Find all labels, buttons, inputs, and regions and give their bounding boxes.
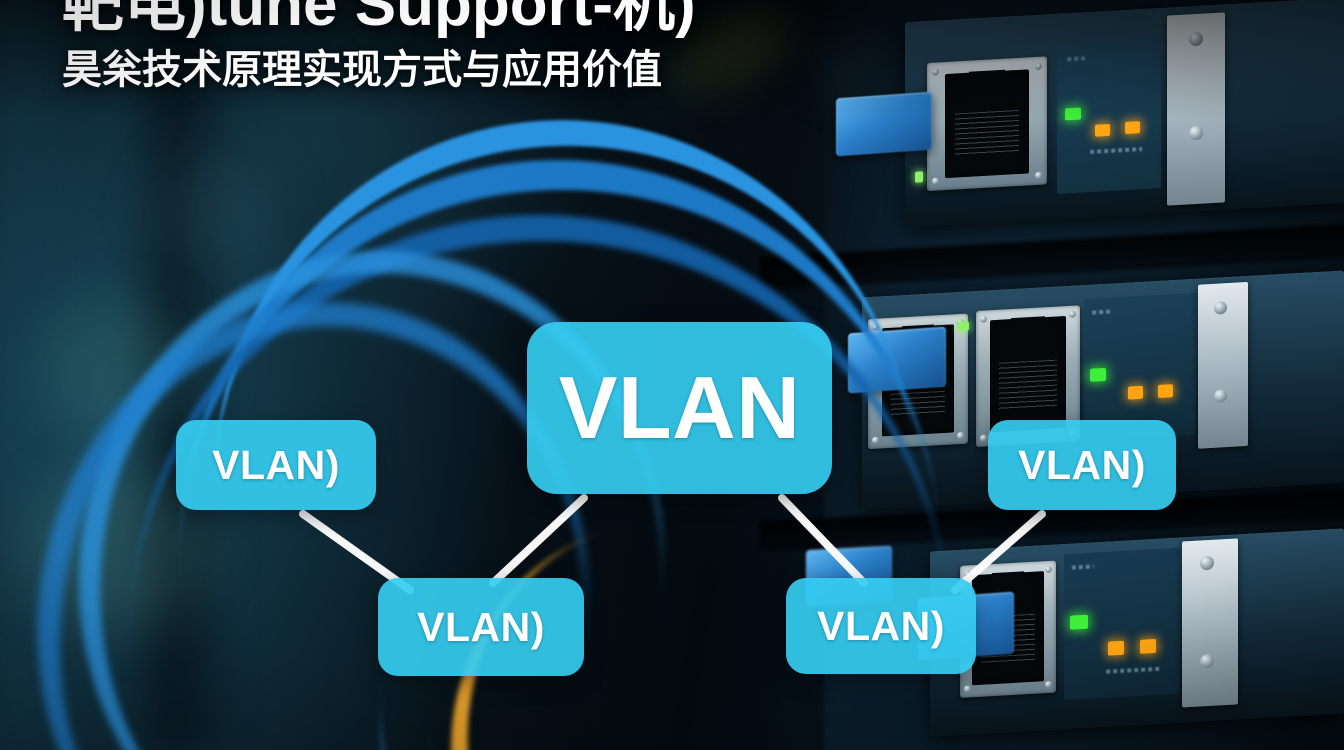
rj45-connector <box>836 91 932 157</box>
screw <box>872 323 879 331</box>
status-led-activity <box>1108 640 1124 656</box>
screw <box>872 436 879 444</box>
screw <box>1045 680 1052 689</box>
screw <box>1035 171 1042 180</box>
vlan-node-left[interactable]: VLAN) <box>176 420 376 510</box>
status-led-link <box>1065 107 1081 121</box>
port-link-led <box>958 321 969 332</box>
screw <box>932 177 939 185</box>
headline: 靶电)tune Support-机) 昊枀技术原理实现方式与应用价值 <box>62 0 982 92</box>
status-led-activity <box>1128 385 1143 400</box>
vlan-node-right-label: VLAN) <box>1018 441 1146 488</box>
vlan-node-bottom-right[interactable]: VLAN) <box>786 578 976 674</box>
vlan-node-bottom-left[interactable]: VLAN) <box>378 578 584 676</box>
rj45-contacts <box>999 359 1057 412</box>
rj45-contacts <box>955 109 1019 159</box>
screw <box>964 570 971 578</box>
status-led-link <box>1070 614 1088 630</box>
screw <box>1045 565 1052 574</box>
vlan-node-left-label: VLAN) <box>212 441 340 488</box>
status-led-activity <box>1125 121 1140 134</box>
screw <box>964 685 971 693</box>
vlan-node-center-label: VLAN <box>558 358 801 457</box>
screw <box>980 315 987 323</box>
status-led-activity <box>1140 638 1156 654</box>
screw <box>957 431 964 440</box>
vlan-node-right[interactable]: VLAN) <box>988 420 1176 510</box>
vlan-node-bottom-left-label: VLAN) <box>417 603 545 650</box>
headline-subtitle: 昊枀技术原理实现方式与应用价值 <box>62 48 662 92</box>
port-link-led <box>915 171 923 183</box>
status-led-activity <box>1095 123 1110 137</box>
screw <box>980 434 987 442</box>
headline-title: 靶电)tune Support-机) <box>62 0 696 39</box>
rj45-connector <box>848 326 946 394</box>
vlan-node-bottom-right-label: VLAN) <box>817 602 945 649</box>
screw <box>1069 310 1076 318</box>
status-led-link <box>1090 367 1106 382</box>
switch-module-panel <box>1084 292 1196 442</box>
rj45-port <box>990 316 1066 433</box>
status-led-activity <box>1158 384 1173 398</box>
screw <box>1035 62 1042 71</box>
vlan-node-center[interactable]: VLAN <box>527 322 832 494</box>
